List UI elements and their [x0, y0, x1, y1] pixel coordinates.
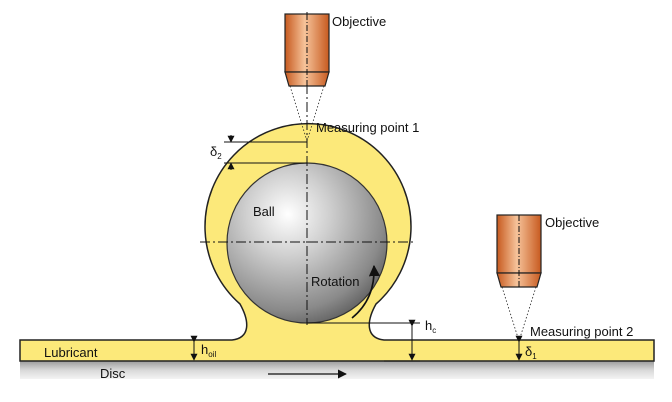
light-cone-2-left — [501, 286, 520, 342]
measuring-point-2-label: Measuring point 2 — [530, 324, 633, 339]
objective-1 — [284, 13, 330, 87]
delta-2-symbol: δ2 — [210, 144, 222, 161]
h-c-symbol: hc — [425, 318, 436, 335]
rotation-arrow — [351, 264, 381, 319]
light-cone-2-right — [518, 286, 537, 342]
light-cone-1-right — [306, 85, 325, 142]
light-cone-1-left — [289, 85, 308, 142]
objective-2-label: Objective — [545, 215, 599, 230]
rotation-label: Rotation — [311, 274, 359, 289]
ball-label: Ball — [253, 204, 275, 219]
lubricant-label: Lubricant — [44, 345, 98, 360]
h-oil-symbol: hoil — [201, 342, 216, 359]
disc — [20, 361, 654, 379]
objective-2 — [496, 214, 542, 288]
disc-label: Disc — [100, 366, 126, 381]
delta-1-symbol: δ1 — [525, 344, 537, 361]
objective-1-label: Objective — [332, 14, 386, 29]
measuring-point-1-label: Measuring point 1 — [316, 120, 419, 135]
